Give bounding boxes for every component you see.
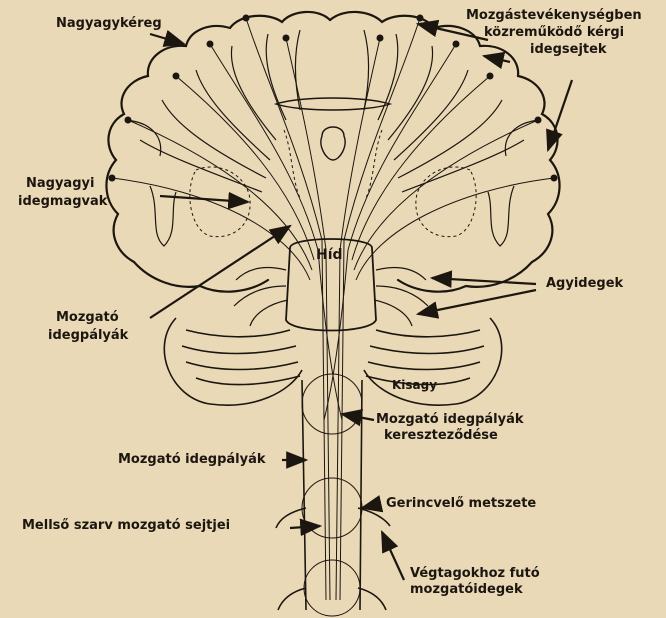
label-decussation-line2: kereszteződése	[384, 428, 498, 443]
label-motor-tracts-line2: idegpályák	[48, 328, 128, 343]
label-cranial-nerves: Agyidegek	[546, 276, 623, 291]
spinal-cord-shape	[276, 374, 390, 616]
motor-fibers	[112, 18, 554, 600]
label-cortical-cells-line1: Mozgástevékenységben	[466, 8, 642, 23]
basal-nuclei	[190, 130, 476, 237]
label-cortical-cells-line2: közreműködő kérgi	[484, 25, 624, 40]
label-motor-tracts-lower: Mozgató idegpályák	[118, 452, 266, 467]
label-cortex: Nagyagykéreg	[56, 16, 162, 31]
label-limb-nerves-line2: mozgatóidegek	[410, 582, 523, 597]
label-decussation-line1: Mozgató idegpályák	[376, 412, 524, 427]
label-cortical-cells-line3: idegsejtek	[530, 42, 607, 57]
label-anterior-horn: Mellső szarv mozgató sejtjei	[22, 518, 230, 533]
ventricles	[276, 98, 390, 160]
label-cerebellum: Kisagy	[392, 378, 437, 393]
cortex-folds	[126, 30, 540, 246]
label-basal-nuclei-line2: idegmagvak	[18, 194, 107, 209]
label-pons: Híd	[316, 248, 343, 263]
label-motor-tracts-line1: Mozgató	[56, 310, 119, 325]
cranial-nerve-roots	[234, 268, 428, 326]
label-limb-nerves-line1: Végtagokhoz futó	[410, 566, 540, 581]
label-spinal-section: Gerincvelő metszete	[386, 496, 536, 511]
label-basal-nuclei-line1: Nagyagyi	[26, 176, 94, 191]
